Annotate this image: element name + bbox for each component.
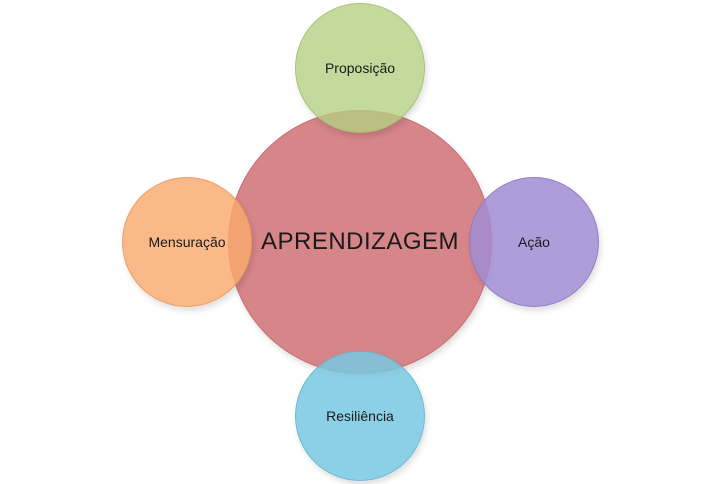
node-label-acao: Ação [518,234,550,250]
node-label-mensuracao: Mensuração [148,234,226,250]
node-circle-resiliencia: Resiliência [295,351,425,481]
center-circle-aprendizagem: APRENDIZAGEM [228,110,492,374]
node-label-resiliencia: Resiliência [326,408,394,424]
center-label: APRENDIZAGEM [260,228,460,255]
node-circle-acao: Ação [469,177,599,307]
node-label-proposicao: Proposição [324,60,396,76]
node-circle-proposicao: Proposição [295,3,425,133]
node-circle-mensuracao: Mensuração [122,177,252,307]
